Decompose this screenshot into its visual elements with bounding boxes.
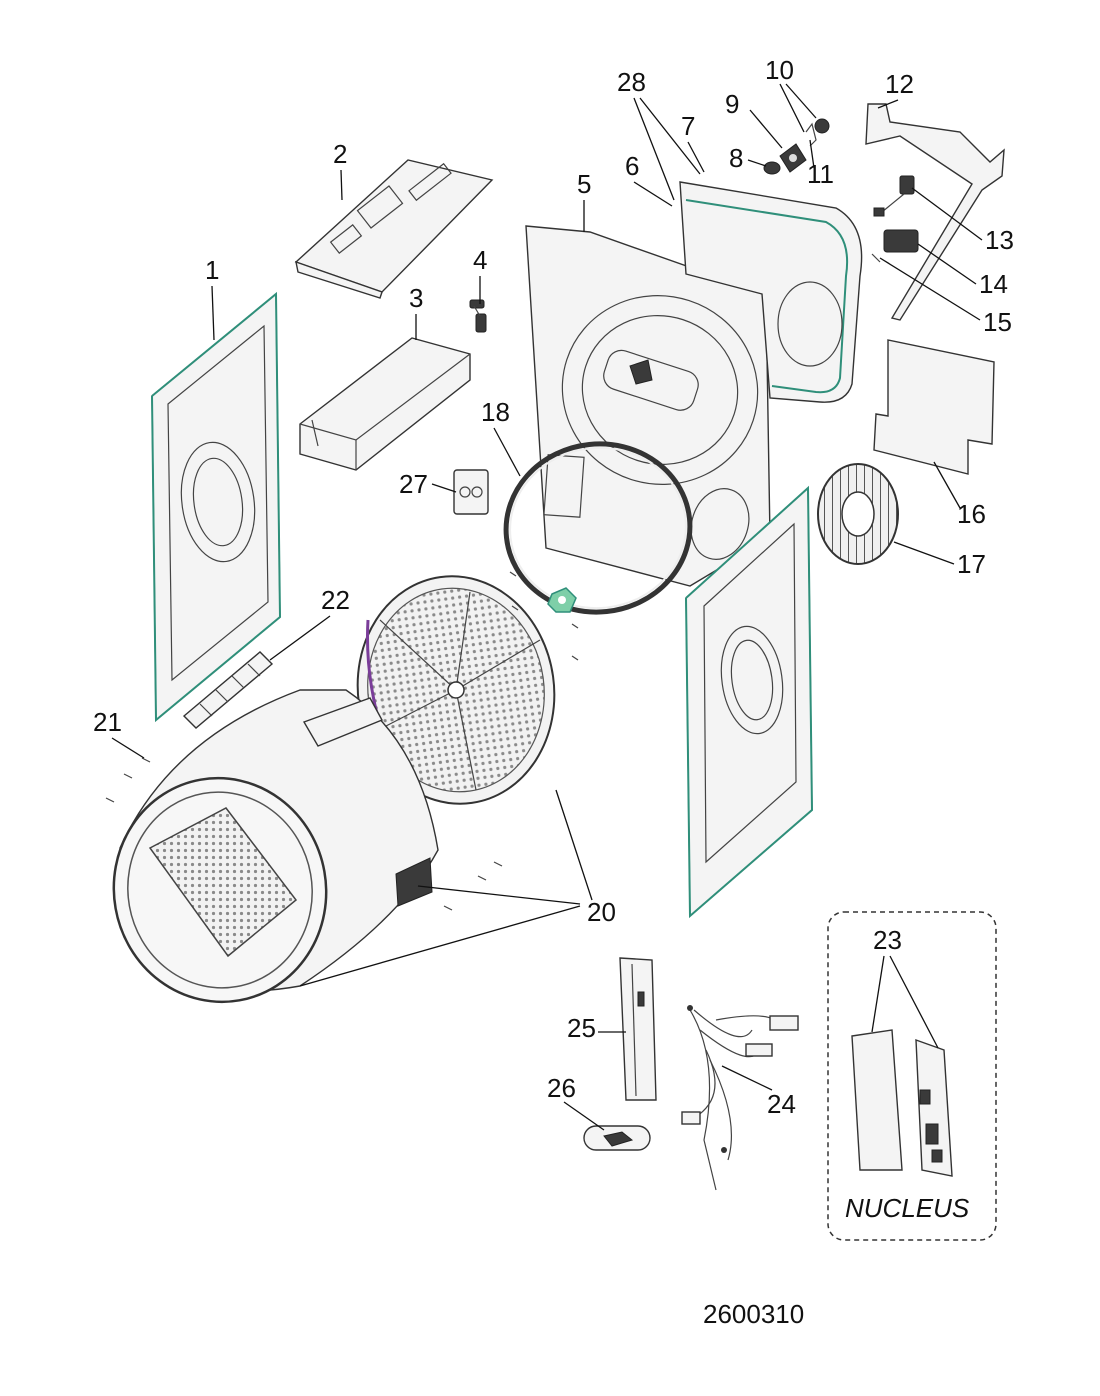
callout-26: 26 [547, 1073, 576, 1103]
callout-17: 17 [957, 549, 986, 579]
part-3-dispenser-tray [299, 337, 471, 471]
callout-27: 27 [399, 469, 428, 499]
callout-20: 20 [587, 897, 616, 927]
part-13-sensor [873, 175, 915, 217]
callout-18: 18 [481, 397, 510, 427]
part-27-button-box [453, 469, 489, 515]
callout-25: 25 [567, 1013, 596, 1043]
part-15-screw [871, 253, 881, 263]
callout-21: 21 [93, 707, 122, 737]
part-6-duct-gasket [685, 199, 849, 394]
right-side-panel [685, 485, 814, 919]
callout-15: 15 [983, 307, 1012, 337]
nucleus-label: NUCLEUS [845, 1193, 970, 1223]
screws-20 [443, 571, 579, 911]
callout-24: 24 [767, 1089, 796, 1119]
leader-lines [111, 83, 983, 1131]
part-18-drum-seal-ring [503, 441, 693, 615]
part-22-drum-baffle [182, 651, 274, 729]
part-1-left-side-panel [151, 291, 282, 723]
callout-11: 11 [807, 159, 834, 189]
part-16-insulation-cover [873, 339, 995, 475]
part-25-rail [619, 957, 657, 1101]
callout-16: 16 [957, 499, 986, 529]
part-8-grommet [763, 161, 781, 175]
part-14-relay [883, 229, 919, 253]
callout-8: 8 [729, 143, 743, 173]
callout-1: 1 [205, 255, 219, 285]
callout-22: 22 [321, 585, 350, 615]
callout-12: 12 [885, 69, 914, 99]
callout-3: 3 [409, 283, 423, 313]
drum-back-plate [356, 575, 556, 805]
screws-21 [105, 757, 151, 803]
callout-14: 14 [979, 269, 1008, 299]
callout-9: 9 [725, 89, 739, 119]
part-9-thermostat [779, 143, 807, 173]
part-26-clip [583, 1125, 651, 1151]
part-24-wire-harness [681, 1005, 799, 1191]
part-23-nucleus-kit [827, 911, 997, 1241]
part-4-door-lock [469, 299, 487, 333]
callout-5: 5 [577, 169, 591, 199]
part-12-heater-bracket [865, 103, 1005, 321]
part-17-blower-wheel [817, 463, 899, 565]
part-2-control-housing [294, 159, 494, 299]
part-11-clip [805, 122, 817, 147]
callout-28: 28 [617, 67, 646, 97]
callout-13: 13 [985, 225, 1014, 255]
callout-7: 7 [681, 111, 695, 141]
part-7-rear-duct [679, 181, 863, 403]
callout-23: 23 [873, 925, 902, 955]
bearing-bracket [547, 587, 577, 613]
callout-6: 6 [625, 151, 639, 181]
callout-2: 2 [333, 139, 347, 169]
document-number: 2600310 [703, 1299, 804, 1329]
part-10-thermal-fuse [814, 118, 830, 134]
callout-4: 4 [473, 245, 487, 275]
drum-cylinder [112, 689, 439, 1004]
callout-10: 10 [765, 55, 794, 85]
